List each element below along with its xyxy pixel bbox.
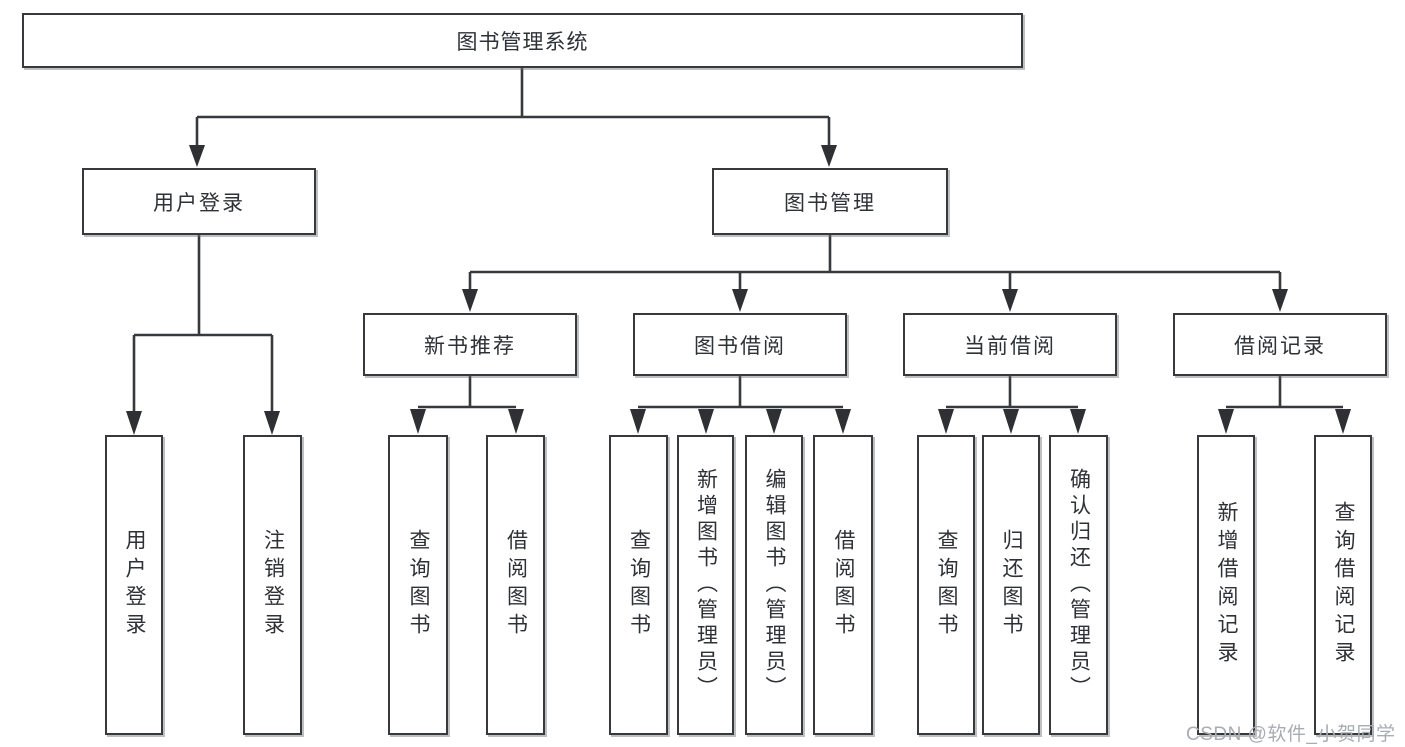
- connector-current-rail: [946, 375, 1078, 409]
- node-library-system: 图书管理系统: [22, 13, 1023, 68]
- leaf-add-books-admin: 新增图书（管理员）: [677, 435, 734, 735]
- connector-records-rail: [1226, 375, 1343, 409]
- node-borrowing-records: 借阅记录: [1173, 313, 1387, 376]
- connector-root-rail: [197, 67, 829, 119]
- leaf-add-borrow-record: 新增借阅记录: [1197, 435, 1255, 735]
- leaf-borrow-books-borrowing: 借阅图书: [813, 435, 873, 735]
- connector-login-rail: [134, 235, 272, 337]
- connector-borrow-rail: [638, 375, 843, 409]
- csdn-watermark: CSDN @软件_小贺同学: [1186, 724, 1396, 745]
- node-current-borrowing: 当前借阅: [903, 313, 1117, 376]
- node-book-borrowing: 图书借阅: [633, 313, 847, 376]
- leaf-query-books-recommend: 查询图书: [388, 435, 448, 735]
- leaf-return-books: 归还图书: [982, 435, 1040, 735]
- leaf-edit-books-admin: 编辑图书（管理员）: [745, 435, 803, 735]
- node-book-management: 图书管理: [712, 168, 948, 235]
- node-user-login: 用户登录: [82, 168, 316, 235]
- leaf-logout: 注销登录: [243, 435, 302, 735]
- connector-mgmt-rail: [470, 235, 1280, 274]
- node-new-book-recommendation: 新书推荐: [363, 313, 577, 376]
- leaf-query-books-borrowing: 查询图书: [609, 435, 668, 735]
- leaf-user-login: 用户登录: [105, 435, 163, 735]
- leaf-query-borrow-record: 查询借阅记录: [1314, 435, 1372, 735]
- connector-recommend-rail: [418, 375, 516, 409]
- leaf-borrow-books-recommend: 借阅图书: [486, 435, 545, 735]
- leaf-query-books-current: 查询图书: [917, 435, 975, 735]
- leaf-confirm-return-admin: 确认归还（管理员）: [1049, 435, 1108, 735]
